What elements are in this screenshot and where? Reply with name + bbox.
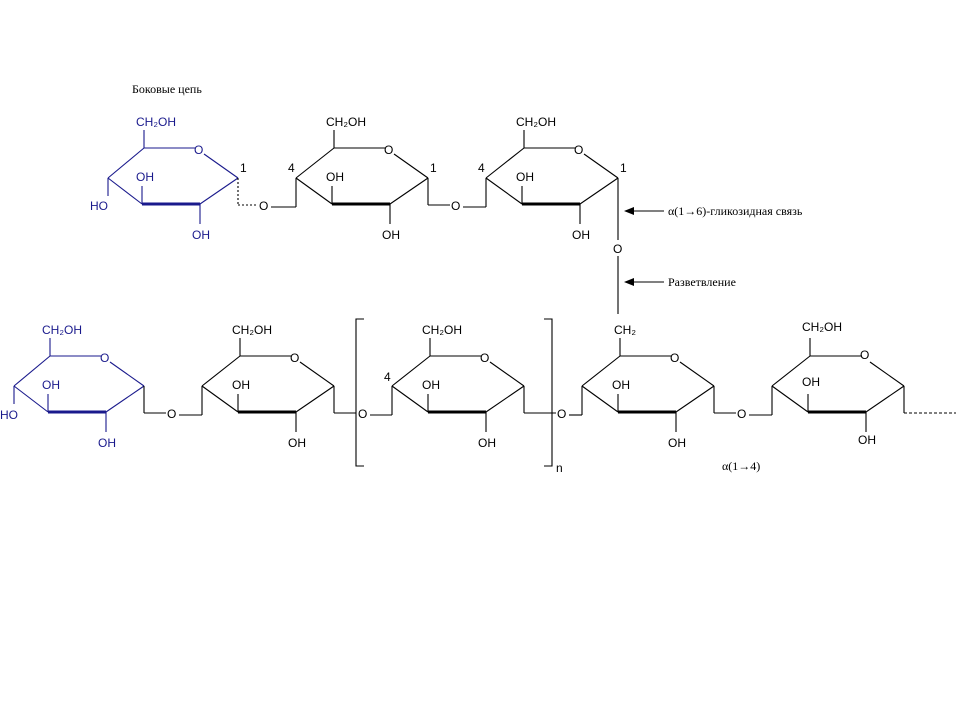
ch2oh-label: CH₂OH bbox=[136, 115, 176, 129]
glycosidic-oxygen-label: O bbox=[167, 407, 176, 421]
glycosidic-oxygen-label: O bbox=[259, 199, 268, 213]
ring-oxygen-label: O bbox=[574, 143, 583, 157]
ring-oxygen-label: O bbox=[480, 351, 489, 365]
glucose-ring-side-1 bbox=[107, 130, 258, 224]
branch-link-arrow bbox=[624, 207, 664, 215]
oh-label: OH bbox=[516, 170, 534, 184]
oh-label: OH bbox=[668, 436, 686, 450]
oh-label: OH bbox=[572, 228, 590, 242]
glycosidic-oxygen-label: O bbox=[557, 407, 566, 421]
branching-annotation: Разветвление bbox=[668, 275, 736, 289]
ring-oxygen-label: O bbox=[100, 351, 109, 365]
oh-label: OH bbox=[326, 170, 344, 184]
glucose-ring-main-2 bbox=[179, 338, 356, 432]
ring-oxygen-label: O bbox=[860, 348, 869, 362]
carbon-4-label: 4 bbox=[384, 370, 391, 384]
ch2oh-label: CH₂OH bbox=[802, 320, 842, 334]
carbon-1-label: 1 bbox=[620, 161, 627, 175]
branch-link-annotation: α(1→6)-гликозидная связь bbox=[668, 204, 803, 218]
oh-label: OH bbox=[288, 436, 306, 450]
oh-label: OH bbox=[192, 228, 210, 242]
main-link-annotation: α(1→4) bbox=[722, 459, 760, 473]
oh-label: OH bbox=[136, 170, 154, 184]
ring-oxygen-label: O bbox=[384, 143, 393, 157]
ring-oxygen-label: O bbox=[290, 351, 299, 365]
ch2-label: CH₂ bbox=[614, 323, 636, 337]
oh-label: OH bbox=[98, 436, 116, 450]
glucose-ring-main-4 bbox=[569, 338, 736, 432]
oh-label: OH bbox=[478, 436, 496, 450]
oh-label: OH bbox=[422, 378, 440, 392]
side-chain-title: Боковые цепь bbox=[132, 82, 202, 96]
glucose-ring-main-5 bbox=[749, 338, 956, 432]
oh-label: OH bbox=[232, 378, 250, 392]
oh-label: OH bbox=[858, 433, 876, 447]
oh-label: OH bbox=[382, 228, 400, 242]
branching-arrow bbox=[624, 278, 664, 286]
glucose-ring-side-3 bbox=[463, 130, 619, 314]
glycosidic-oxygen-label: O bbox=[737, 407, 746, 421]
ch2oh-label: CH₂OH bbox=[232, 323, 272, 337]
carbon-4-label: 4 bbox=[478, 161, 485, 175]
glycosidic-oxygen-label: O bbox=[358, 407, 367, 421]
ch2oh-label: CH₂OH bbox=[42, 323, 82, 337]
glucose-ring-main-1 bbox=[13, 338, 166, 432]
glucose-ring-main-3 bbox=[370, 338, 556, 432]
oh-label: OH bbox=[612, 378, 630, 392]
ho-label: HO bbox=[0, 408, 18, 422]
oh-label: OH bbox=[42, 378, 60, 392]
ring-oxygen-label: O bbox=[670, 351, 679, 365]
glucose-ring-side-2 bbox=[271, 130, 450, 224]
ch2oh-label: CH₂OH bbox=[422, 323, 462, 337]
branch-oxygen-label: O bbox=[613, 242, 622, 256]
ch2oh-label: CH₂OH bbox=[326, 115, 366, 129]
ring-oxygen-label: O bbox=[194, 143, 203, 157]
carbon-4-label: 4 bbox=[288, 161, 295, 175]
ch2oh-label: CH₂OH bbox=[516, 115, 556, 129]
oh-label: OH bbox=[802, 375, 820, 389]
repeat-unit-brackets bbox=[355, 318, 553, 467]
ho-label: HO bbox=[90, 199, 108, 213]
carbon-1-label: 1 bbox=[430, 161, 437, 175]
carbon-1-label: 1 bbox=[240, 161, 247, 175]
glycosidic-oxygen-label: O bbox=[451, 199, 460, 213]
repeat-count-label: n bbox=[556, 461, 563, 475]
